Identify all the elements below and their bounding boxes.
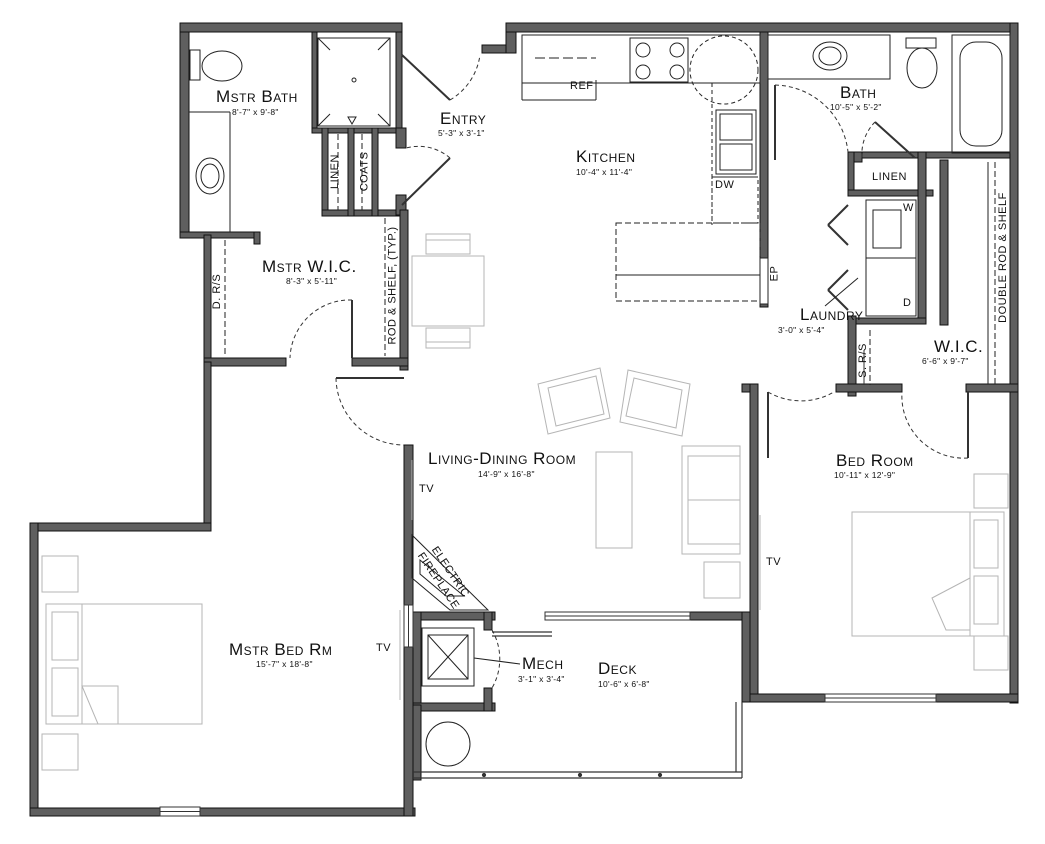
- deck-dim: 10'-6" x 6'-8": [598, 679, 650, 689]
- s-rs-label: S. R/S: [856, 343, 869, 378]
- mech-dim: 3'-1" x 3'-4": [518, 674, 565, 684]
- kitchen-name: Kitchen: [576, 147, 636, 166]
- mstr-sink: [195, 157, 225, 195]
- mstr-toilet-bowl: [201, 50, 243, 82]
- tv-bed-label: TV: [766, 556, 782, 568]
- mstr-bath-name: Mstr Bath: [216, 87, 298, 106]
- entry-name: Entry: [440, 109, 487, 128]
- bath-vanity: [767, 34, 891, 80]
- living-dining-dim: 14'-9" x 16'-8": [478, 469, 535, 479]
- deck-railing: [413, 631, 743, 779]
- living-dining-name: Living-Dining Room: [428, 449, 577, 468]
- laundry-dim: 3'-0" x 5'-4": [778, 325, 825, 335]
- windows: [159, 604, 937, 817]
- double-rod-label: DOUBLE ROD & SHELF: [996, 192, 1009, 323]
- wic-dim: 6'-6" x 9'-7": [922, 356, 969, 366]
- rod-shelf-label: ROD & SHELF, (TYP.): [386, 226, 399, 345]
- walls: [29, 22, 1019, 817]
- linen-hall-label: LINEN: [328, 154, 341, 189]
- mech-unit: [427, 634, 469, 680]
- bath-name: Bath: [840, 83, 877, 102]
- laundry-name: Laundry: [800, 305, 864, 324]
- bed-room-dim: 10'-11" x 12'-9": [834, 470, 896, 480]
- dw-label: DW: [715, 179, 735, 191]
- coats-label: COATS: [358, 151, 371, 192]
- cooktop: [629, 37, 689, 83]
- mstr-bed-name: Mstr Bed Rm: [229, 640, 333, 659]
- mstr-bath-dim: 8'-7" x 9'-8": [232, 107, 279, 117]
- ref-label: REF: [570, 80, 594, 92]
- washer-label: W: [903, 202, 914, 214]
- mstr-shower: [317, 37, 391, 127]
- mech-name: Mech: [522, 654, 564, 673]
- fixtures: [189, 34, 1011, 767]
- mstr-bed-dim: 15'-7" x 18'-8": [256, 659, 313, 669]
- bath-dim: 10'-5" x 5'-2": [830, 102, 882, 112]
- mstr-toilet-tank: [189, 49, 201, 81]
- dryer: [865, 257, 917, 317]
- bath-toilet-tank: [905, 37, 937, 49]
- bed-room-name: Bed Room: [836, 451, 914, 470]
- kitchen-island: [615, 222, 761, 302]
- bath-sink: [812, 41, 848, 71]
- dryer-label: D: [903, 297, 912, 309]
- tv-mstr-label: TV: [376, 642, 392, 654]
- tv-living-label: TV: [419, 483, 435, 495]
- wic-name: W.I.C.: [934, 337, 984, 356]
- bath-toilet-bowl: [906, 47, 938, 89]
- kitchen-sink: [715, 109, 757, 175]
- doors: [289, 54, 969, 689]
- mstr-wic-name: Mstr W.I.C.: [262, 257, 357, 276]
- entry-dim: 5'-3" x 3'-1": [438, 128, 485, 138]
- bathtub: [951, 34, 1011, 154]
- d-rs-label: D. R/S: [211, 273, 224, 310]
- furniture: [41, 233, 1009, 771]
- deck-name: Deck: [598, 659, 637, 678]
- grill: [425, 721, 471, 767]
- linen-bath-label: LINEN: [872, 171, 907, 183]
- ep-label: EP: [768, 265, 781, 282]
- mstr-wic-dim: 8'-3" x 5'-11": [286, 276, 338, 286]
- kitchen-dim: 10'-4" x 11'-4": [576, 167, 633, 177]
